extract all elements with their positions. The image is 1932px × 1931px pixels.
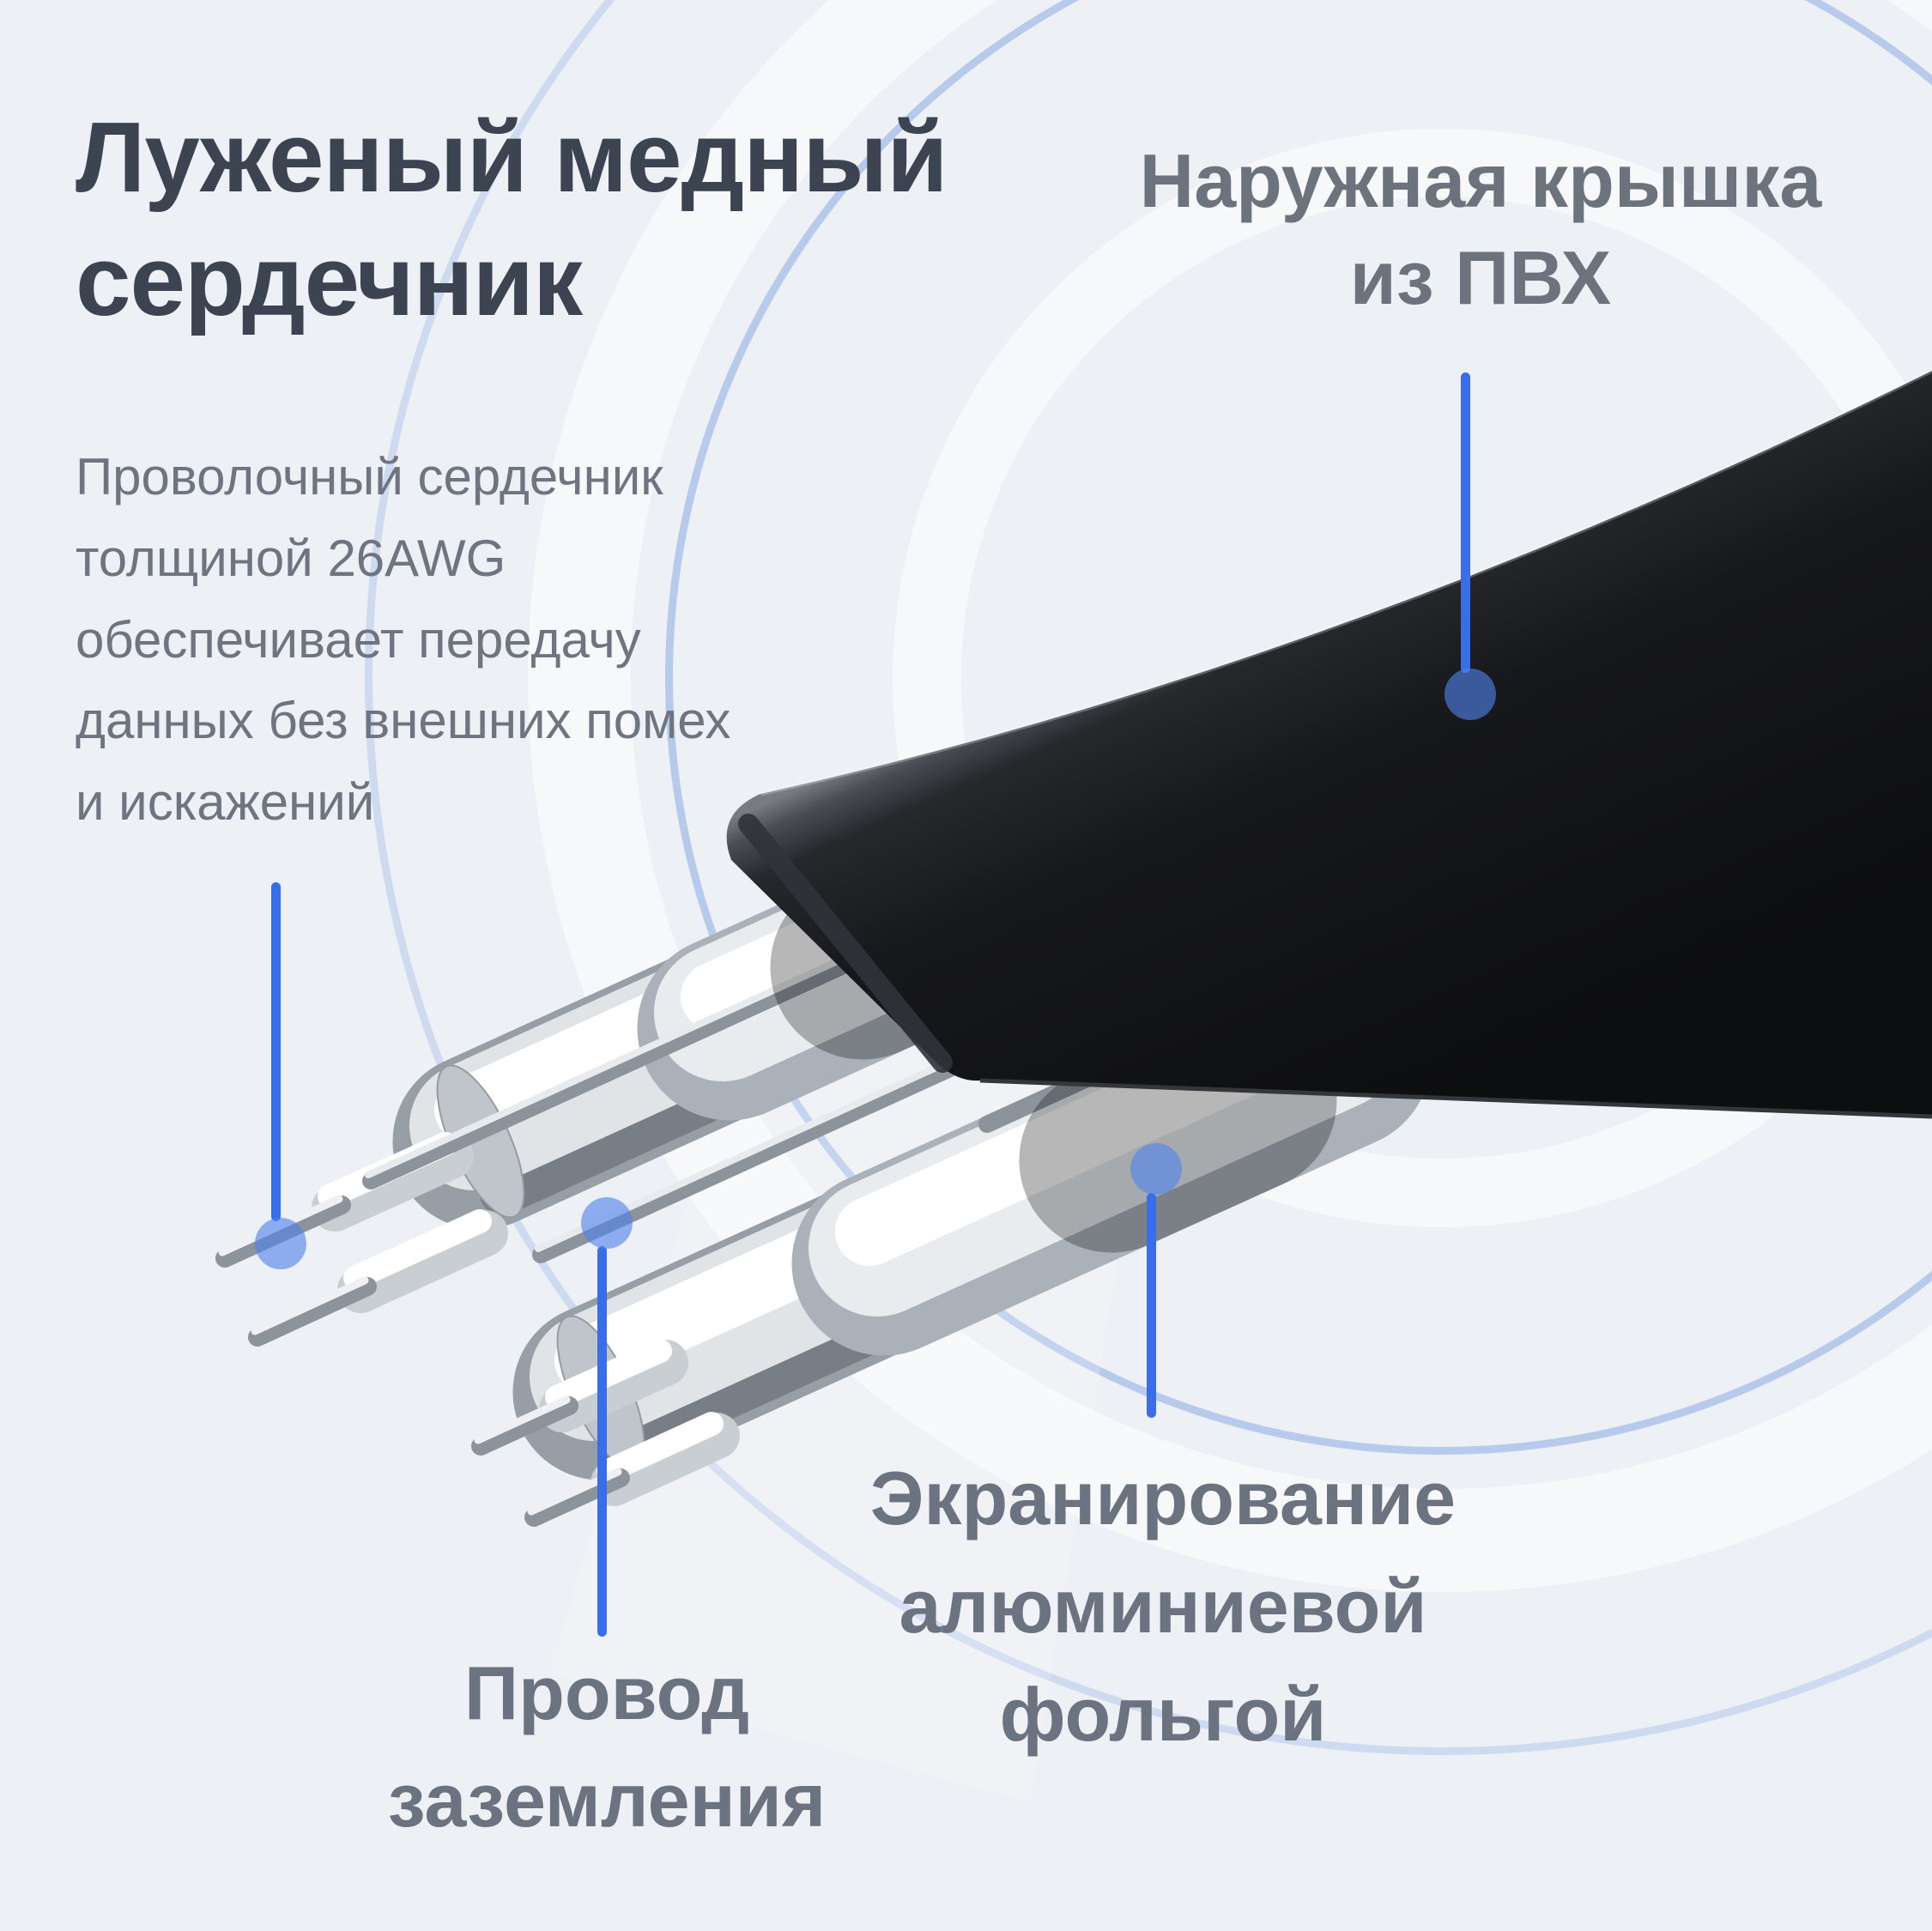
leader-line-foil: [1147, 1193, 1156, 1418]
callout-core-title: Луженый медный сердечник: [76, 101, 948, 336]
marker-dot-ground: [581, 1197, 633, 1249]
tinned-wire: [248, 1276, 377, 1347]
leader-line-pvc: [1461, 372, 1470, 673]
cable-jacket: [726, 371, 1932, 1117]
marker-dot-foil: [1130, 1143, 1182, 1195]
callout-pvc-label: Наружная крышка из ПВХ: [1139, 138, 1822, 320]
leader-line-core: [271, 882, 281, 1221]
callout-core-description: Проволочный сердечник толщиной 26AWG обе…: [76, 448, 731, 832]
callout-foil-label: Экранирование алюминиевой фольгой: [869, 1456, 1457, 1757]
marker-dot-pvc: [1444, 669, 1496, 720]
jacket-bottom-edge: [979, 1078, 1932, 1119]
entry-shadow: [1019, 1008, 1337, 1253]
marker-dot-core: [255, 1218, 306, 1269]
leader-line-ground: [597, 1246, 607, 1637]
callout-ground-label: Провод заземления: [387, 1650, 827, 1843]
insulated-conductor: [337, 1209, 508, 1313]
